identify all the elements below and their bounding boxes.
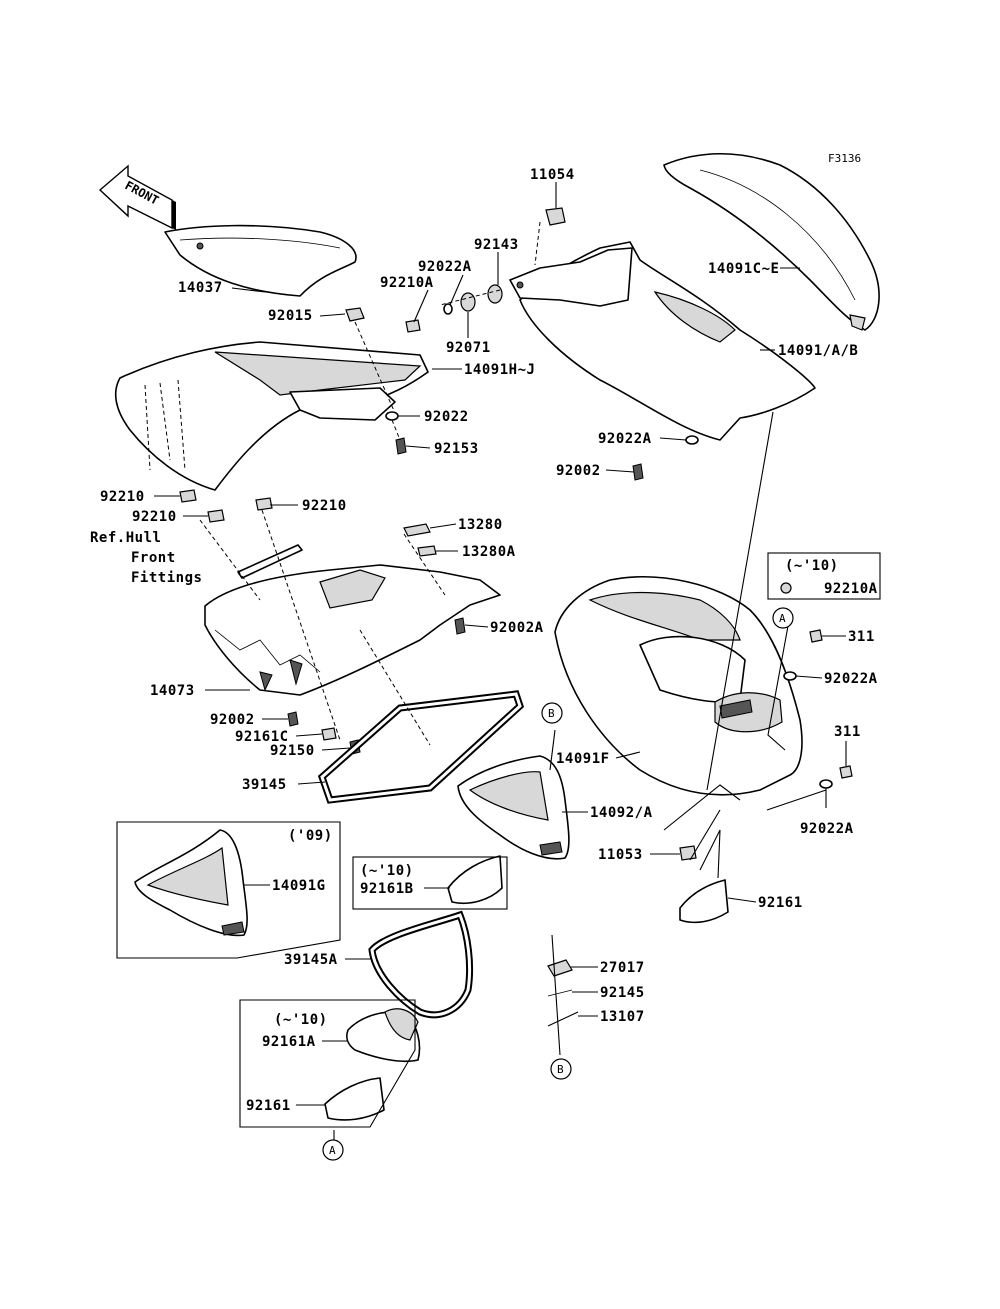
label-39145: 39145 [242, 777, 287, 793]
note-box-10-top: (~'10) [785, 558, 839, 574]
label-14092A: 14092/A [590, 805, 653, 821]
part-92161-bottom-pad [324, 1077, 385, 1121]
front-arrow-icon: FRONT [98, 164, 176, 230]
label-11054: 11054 [530, 167, 575, 183]
label-92022A-r1: 92022A [824, 671, 878, 687]
label-92002-mid: 92002 [556, 463, 601, 479]
label-92161A: 92161A [262, 1034, 316, 1050]
part-92161-right-pad [679, 879, 729, 924]
ref-note-line1: Ref.Hull [90, 530, 161, 546]
label-92210A-top: 92210A [380, 275, 434, 291]
label-14091AB: 14091/A/B [778, 343, 858, 359]
part-14091HJ-deck-panel [114, 341, 429, 491]
label-14091HJ: 14091H~J [464, 362, 535, 378]
box-10-top [767, 552, 881, 600]
leader-lines [154, 182, 847, 1140]
ref-circle-B2: B [550, 1058, 572, 1080]
part-92210A-nut [780, 582, 792, 594]
label-92143: 92143 [474, 237, 519, 253]
label-92153: 92153 [434, 441, 479, 457]
label-92071: 92071 [446, 340, 491, 356]
label-92002A: 92002A [490, 620, 544, 636]
part-14037-top-cover [164, 224, 357, 297]
note-box-10-mid: (~'10) [360, 863, 414, 879]
part-14073-front-bin [204, 564, 501, 696]
part-14091G-seat [134, 829, 248, 937]
label-27017: 27017 [600, 960, 645, 976]
label-92161-bot: 92161 [246, 1098, 291, 1114]
part-92210-clips [179, 489, 273, 523]
label-92161B: 92161B [360, 881, 414, 897]
part-14091AB-side-panel [509, 241, 816, 441]
part-small-bracket-set [547, 959, 579, 1027]
svg-text:A: A [779, 612, 786, 625]
box-09 [116, 821, 341, 959]
part-39145A-seal [368, 910, 474, 1019]
label-39145A: 39145A [284, 952, 338, 968]
label-92022A-mid: 92022A [598, 431, 652, 447]
label-92210-c: 92210 [302, 498, 347, 514]
ref-circle-A2: A [322, 1139, 344, 1161]
label-92210A-box: 92210A [824, 581, 878, 597]
part-92015-clip [345, 307, 365, 322]
label-311-a: 311 [848, 629, 875, 645]
part-39145-seal [317, 690, 525, 804]
box-10-bot [239, 999, 416, 1128]
label-13280: 13280 [458, 517, 503, 533]
figure-code: F3136 [828, 152, 861, 165]
label-14091G: 14091G [272, 878, 326, 894]
box-10-mid [352, 856, 508, 910]
ref-note-line3: Fittings [131, 570, 202, 586]
label-14073: 14073 [150, 683, 195, 699]
part-13280-clips [403, 523, 437, 557]
label-92150: 92150 [270, 743, 315, 759]
ref-circle-B1: B [541, 702, 563, 724]
label-311-b: 311 [834, 724, 861, 740]
ref-circle-A1: A [772, 607, 794, 629]
part-14092A-seat-pad [457, 755, 570, 860]
note-box-09: ('09) [288, 828, 333, 844]
part-14091CE-rear-fender [663, 152, 880, 331]
label-92015: 92015 [268, 308, 313, 324]
label-14037: 14037 [178, 280, 223, 296]
label-14091CE: 14091C~E [708, 261, 779, 277]
svg-text:B: B [557, 1063, 564, 1076]
svg-text:B: B [548, 707, 555, 720]
part-92002A-bolt [454, 617, 466, 635]
label-92210-a: 92210 [100, 489, 145, 505]
svg-text:A: A [329, 1144, 336, 1157]
label-13107: 13107 [600, 1009, 645, 1025]
label-92161C: 92161C [235, 729, 289, 745]
part-fasteners-right [632, 435, 699, 481]
label-13280A: 13280A [462, 544, 516, 560]
part-ref-strip [237, 544, 303, 579]
note-box-10-bot: (~'10) [274, 1012, 328, 1028]
part-11054-clip [545, 207, 566, 226]
label-14091F: 14091F [556, 751, 610, 767]
part-fasteners-mid [385, 411, 407, 455]
label-92145: 92145 [600, 985, 645, 1001]
label-92022A-r2: 92022A [800, 821, 854, 837]
label-11053: 11053 [598, 847, 643, 863]
label-92210-b: 92210 [132, 509, 177, 525]
ref-note-line2: Front [131, 550, 176, 566]
part-92161A-pad [346, 1008, 421, 1063]
label-92022A-top: 92022A [418, 259, 472, 275]
part-14091F-hull-storage [554, 576, 803, 796]
label-92161-r: 92161 [758, 895, 803, 911]
label-92022-mid: 92022 [424, 409, 469, 425]
label-92002-low: 92002 [210, 712, 255, 728]
part-92161B-pad [447, 855, 503, 904]
